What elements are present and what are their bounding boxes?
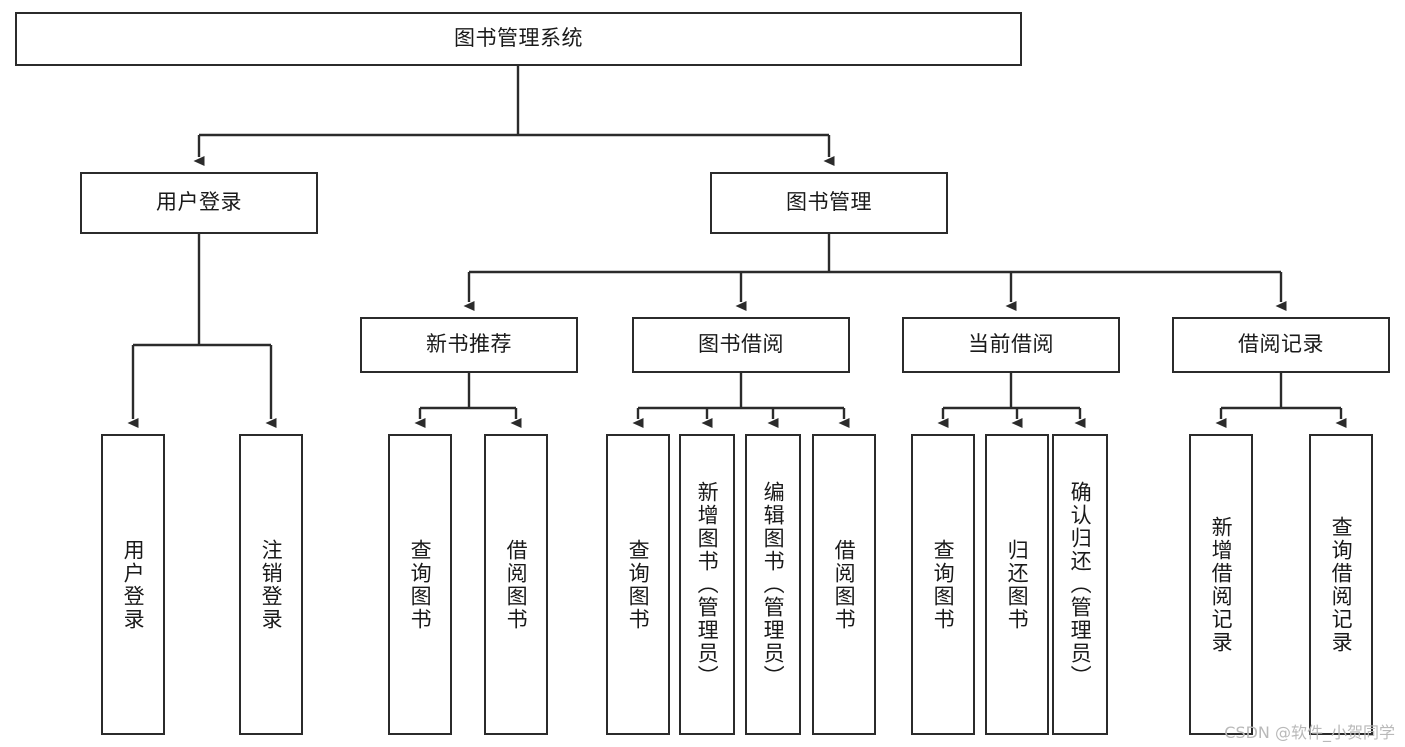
node-book-borrow[interactable]: 图书借阅	[632, 317, 850, 373]
node-current-borrow-label: 当前借阅	[968, 332, 1054, 357]
leaf-query-books-new[interactable]: 查询图书	[388, 434, 452, 735]
leaf-borrow-books[interactable]: 借阅图书	[812, 434, 876, 735]
leaf-edit-book-admin[interactable]: 编辑图书（管理员）	[745, 434, 801, 735]
leaf-query-books-current[interactable]: 查询图书	[911, 434, 975, 735]
leaf-borrow-books-new[interactable]: 借阅图书	[484, 434, 548, 735]
node-root-label: 图书管理系统	[454, 26, 583, 51]
leaf-query-books-borrow-label: 查询图书	[626, 538, 651, 631]
node-user-login[interactable]: 用户登录	[80, 172, 318, 234]
node-book-management-label: 图书管理	[786, 190, 872, 215]
leaf-borrow-books-new-label: 借阅图书	[504, 538, 529, 631]
leaf-return-books-label: 归还图书	[1005, 538, 1030, 631]
leaf-logout-label: 注销登录	[259, 538, 284, 631]
node-book-management[interactable]: 图书管理	[710, 172, 948, 234]
leaf-add-book-admin-label: 新增图书（管理员）	[695, 481, 720, 688]
node-new-book-recommend-label: 新书推荐	[426, 332, 512, 357]
leaf-borrow-books-label: 借阅图书	[832, 538, 857, 631]
leaf-query-books-new-label: 查询图书	[408, 538, 433, 631]
node-current-borrow[interactable]: 当前借阅	[902, 317, 1120, 373]
leaf-return-books[interactable]: 归还图书	[985, 434, 1049, 735]
leaf-user-login-label: 用户登录	[121, 538, 146, 631]
leaf-confirm-return-admin[interactable]: 确认归还（管理员）	[1052, 434, 1108, 735]
leaf-query-borrow-record[interactable]: 查询借阅记录	[1309, 434, 1373, 735]
leaf-query-books-current-label: 查询图书	[931, 538, 956, 631]
leaf-add-borrow-record[interactable]: 新增借阅记录	[1189, 434, 1253, 735]
node-borrow-records-label: 借阅记录	[1238, 332, 1324, 357]
leaf-user-login[interactable]: 用户登录	[101, 434, 165, 735]
leaf-query-borrow-record-label: 查询借阅记录	[1329, 515, 1354, 654]
node-borrow-records[interactable]: 借阅记录	[1172, 317, 1390, 373]
node-new-book-recommend[interactable]: 新书推荐	[360, 317, 578, 373]
node-root[interactable]: 图书管理系统	[15, 12, 1022, 66]
leaf-confirm-return-admin-label: 确认归还（管理员）	[1068, 481, 1093, 688]
leaf-query-books-borrow[interactable]: 查询图书	[606, 434, 670, 735]
leaf-logout[interactable]: 注销登录	[239, 434, 303, 735]
leaf-add-book-admin[interactable]: 新增图书（管理员）	[679, 434, 735, 735]
leaf-add-borrow-record-label: 新增借阅记录	[1209, 515, 1234, 654]
node-book-borrow-label: 图书借阅	[698, 332, 784, 357]
watermark: CSDN @软件_小贺同学	[1224, 723, 1395, 742]
leaf-edit-book-admin-label: 编辑图书（管理员）	[761, 481, 786, 688]
node-user-login-label: 用户登录	[156, 190, 242, 215]
